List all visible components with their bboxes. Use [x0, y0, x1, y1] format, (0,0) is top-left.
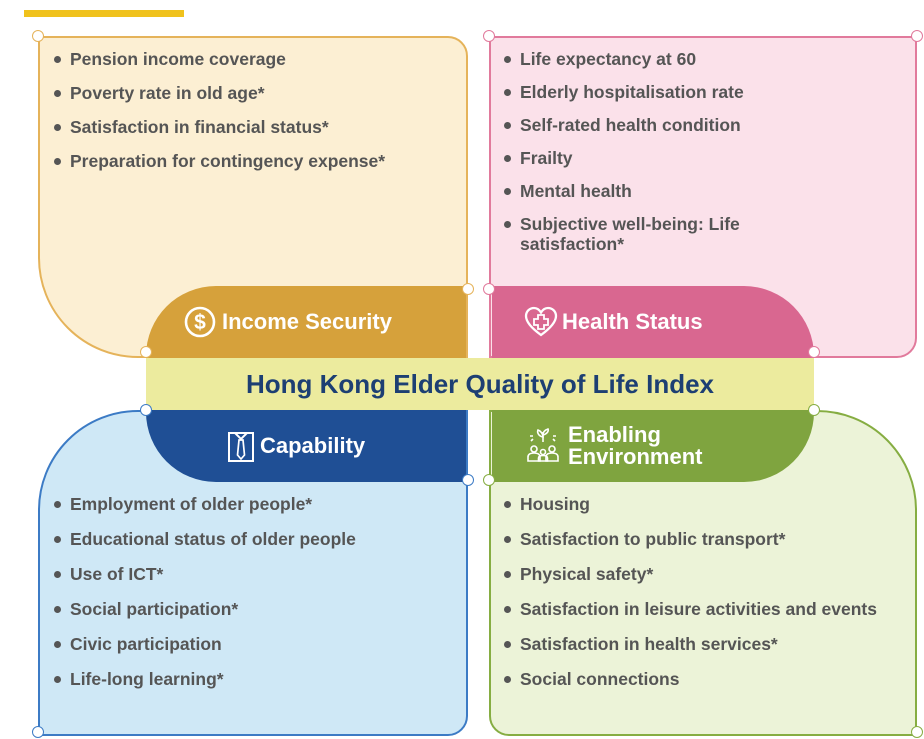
index-title-band: Hong Kong Elder Quality of Life Index [146, 358, 814, 410]
connector-knot [32, 726, 44, 738]
list-item: Subjective well-being: Life satisfaction… [504, 214, 760, 254]
connector-knot [140, 346, 152, 358]
income-security-label: Income Security [222, 309, 392, 334]
list-item: Educational status of older people [54, 529, 464, 549]
enabling-label-line1: Enabling [568, 422, 661, 447]
health-status-list: Life expectancy at 60 Elderly hospitalis… [504, 49, 904, 254]
list-item: Satisfaction in leisure activities and e… [504, 599, 880, 619]
connector-knot [483, 30, 495, 42]
capability-tab: Capability [146, 410, 466, 482]
enabling-environment-list: Housing Satisfaction to public transport… [504, 494, 904, 689]
svg-text:$: $ [194, 311, 206, 334]
connector-knot [911, 726, 923, 738]
connector-knot [808, 346, 820, 358]
connector-knot [911, 30, 923, 42]
list-item: Life expectancy at 60 [504, 49, 904, 69]
health-status-label: Health Status [562, 309, 703, 334]
capability-list: Employment of older people* Educational … [54, 494, 464, 689]
enabling-environment-tab: Enabling Environment [492, 410, 814, 482]
connector-knot [462, 283, 474, 295]
list-item: Life-long learning* [54, 669, 464, 689]
connector-knot [32, 30, 44, 42]
list-item: Pension income coverage [54, 49, 414, 69]
connector-knot [483, 474, 495, 486]
list-item: Preparation for contingency expense* [54, 151, 390, 171]
income-security-tab: $ Income Security [146, 286, 466, 358]
health-status-tab: Health Status [492, 286, 814, 358]
connector-knot [462, 474, 474, 486]
dollar-circle-icon: $ [184, 306, 216, 338]
enabling-label-line2: Environment [568, 444, 703, 469]
list-item: Frailty [504, 148, 904, 168]
list-item: Mental health [504, 181, 904, 201]
list-item: Satisfaction to public transport* [504, 529, 904, 549]
enabling-environment-label: Enabling Environment [568, 424, 702, 468]
accent-bar [24, 10, 184, 17]
connector-knot [140, 404, 152, 416]
list-item: Housing [504, 494, 904, 514]
list-item: Use of ICT* [54, 564, 464, 584]
list-item: Social connections [504, 669, 904, 689]
list-item: Elderly hospitalisation rate [504, 82, 904, 102]
index-title: Hong Kong Elder Quality of Life Index [245, 368, 714, 399]
list-item: Satisfaction in health services* [504, 634, 904, 654]
list-item: Poverty rate in old age* [54, 83, 414, 103]
list-item: Employment of older people* [54, 494, 464, 514]
list-item: Satisfaction in financial status* [54, 117, 414, 137]
shirt-tie-icon [226, 429, 256, 463]
income-security-list: Pension income coverage Poverty rate in … [54, 49, 414, 171]
list-item: Physical safety* [504, 564, 904, 584]
capability-label: Capability [260, 433, 366, 458]
people-plant-icon [524, 427, 562, 465]
connector-knot [808, 404, 820, 416]
list-item: Self-rated health condition [504, 115, 904, 135]
heart-plus-icon [524, 306, 558, 338]
list-item: Civic participation [54, 634, 464, 654]
list-item: Social participation* [54, 599, 464, 619]
connector-knot [483, 283, 495, 295]
